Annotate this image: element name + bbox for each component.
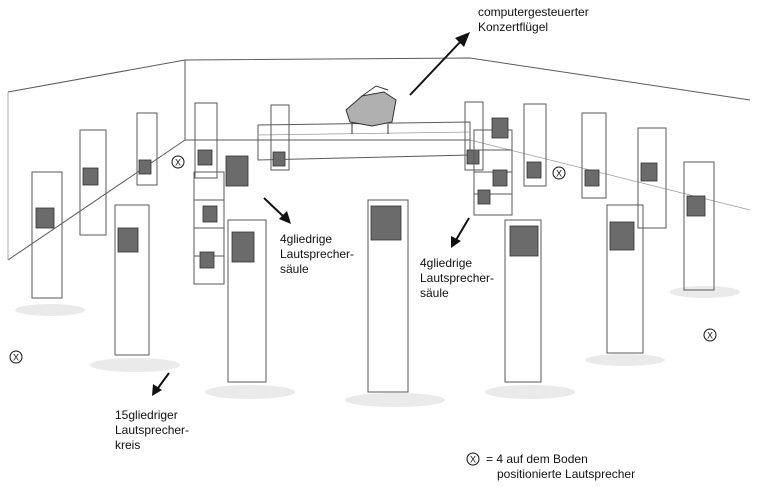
svg-text:X: X — [13, 353, 19, 363]
floor-speaker-marker-icon: X — [9, 350, 23, 364]
svg-text:X: X — [556, 169, 562, 179]
svg-text:X: X — [707, 331, 713, 341]
floor-shadows — [15, 286, 740, 407]
speaker-column — [31, 171, 63, 299]
label-piano: computergesteuerter Konzertflügel — [478, 5, 589, 35]
speaker-column — [523, 103, 547, 187]
speaker-columns — [31, 101, 715, 393]
label-column-left: 4gliedrige Lautsprecher- säule — [280, 232, 354, 277]
label-circle-line2: Lautsprecher- — [115, 423, 190, 437]
legend-line1: = 4 auf dem Boden — [486, 452, 588, 466]
arrow-piano — [409, 32, 470, 96]
floor-speaker-marker-icon: X — [703, 328, 717, 342]
speaker-column — [270, 104, 290, 171]
label-column-left-line2: Lautsprecher- — [280, 247, 355, 261]
label-column-right-line1: 4gliedrige — [420, 256, 473, 270]
label-column-left-line3: säule — [280, 262, 309, 276]
speaker-column — [194, 102, 218, 179]
stage-platform — [257, 121, 471, 161]
floor-speaker-marker-icon: X — [552, 166, 566, 180]
speaker-column — [606, 204, 644, 354]
speaker-column — [637, 127, 667, 229]
label-column-right-line2: Lautsprecher- — [420, 271, 495, 285]
label-circle-line1: 15gliedriger — [115, 408, 178, 422]
speaker-column — [114, 204, 150, 356]
arrow-column-left — [263, 197, 291, 224]
speaker-column — [504, 219, 542, 383]
arrow-column-right — [451, 217, 470, 248]
svg-text:X: X — [175, 158, 181, 168]
label-column-right-line3: säule — [420, 286, 449, 300]
speaker-column — [79, 129, 107, 236]
four-part-column-left — [193, 155, 249, 285]
label-piano-line2: Konzertflügel — [478, 20, 549, 34]
room-walls — [7, 57, 751, 261]
speaker-column — [367, 199, 409, 393]
floor-speaker-marker-icon: X — [171, 155, 185, 169]
speaker-column — [581, 112, 607, 199]
legend-marker-icon: X — [466, 452, 480, 466]
legend-line2: positionierte Lautsprecher — [497, 467, 636, 481]
label-column-left-line1: 4gliedrige — [280, 232, 333, 246]
legend: = 4 auf dem Boden positionierte Lautspre… — [486, 452, 635, 482]
speaker-column — [683, 161, 715, 291]
svg-text:X: X — [470, 455, 476, 465]
speaker-column — [136, 112, 158, 186]
grand-piano-icon — [345, 85, 397, 134]
speaker-column — [227, 219, 267, 383]
four-part-column-right — [473, 117, 513, 216]
label-circle: 15gliedriger Lautsprecher- kreis — [115, 408, 189, 453]
label-piano-line1: computergesteuerter — [478, 5, 589, 19]
label-circle-line3: kreis — [115, 438, 141, 452]
label-column-right: 4gliedrige Lautsprecher- säule — [420, 256, 494, 301]
arrow-circle — [152, 372, 170, 396]
